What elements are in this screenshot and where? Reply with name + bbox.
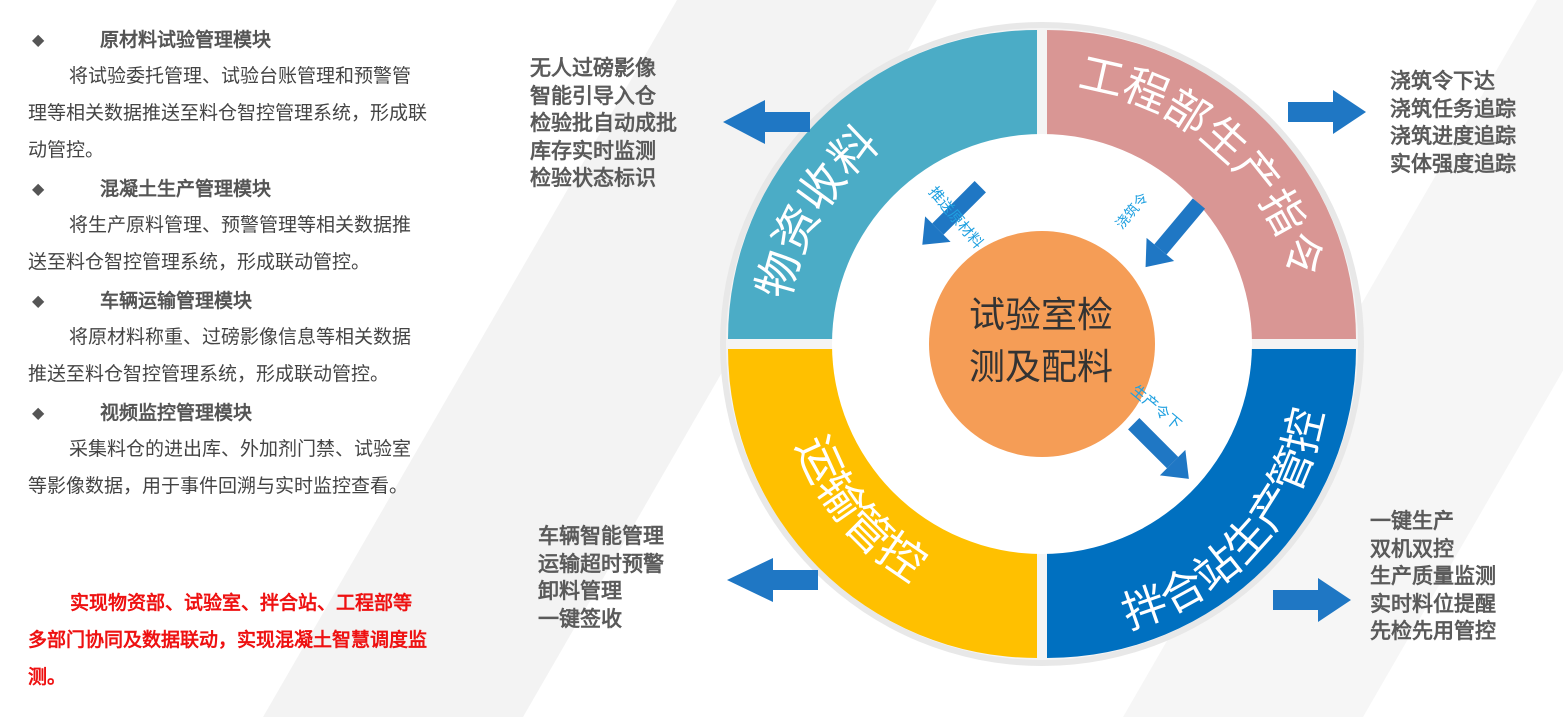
module-description: 将生产原料管理、预警管理等相关数据推送至料仓智控管理系统，形成联动管控。 [28, 214, 412, 273]
inner-arrow-top-right [1145, 198, 1206, 268]
list-item: 检验状态标识 [530, 166, 656, 190]
list-item: 无人过磅影像 [530, 56, 656, 80]
module-description: 将原材料称重、过磅影像信息等相关数据推送至料仓智控管理系统，形成联动管控。 [28, 326, 412, 385]
list-item: 浇筑进度追踪 [1390, 124, 1516, 148]
list-top-right: 浇筑令下达 浇筑任务追踪 浇筑进度追踪 实体强度追踪 [1390, 68, 1516, 178]
outer-arrow-bottom-right [1273, 578, 1351, 622]
list-item: 一键生产 [1370, 509, 1454, 533]
list-item: 卸料管理 [538, 579, 622, 603]
list-item: 实时料位提醒 [1370, 591, 1496, 616]
outer-arrow-top-left [723, 100, 810, 144]
list-item: 车辆智能管理 [538, 524, 664, 548]
inner-arrow-bottom-right [1128, 418, 1189, 479]
module-list: ◆ 原材料试验管理模块 将试验委托管理、试验台账管理和预警管理等相关数据推送至料… [28, 22, 428, 507]
module-heading: ◆ 原材料试验管理模块 [28, 22, 428, 58]
list-bottom-right: 一键生产 双机双控 生产质量监测 实时料位提醒 先检先用管控 [1370, 508, 1496, 646]
list-item: 双机双控 [1370, 536, 1454, 561]
list-item: 运输超时预警 [538, 551, 664, 576]
module-heading: ◆ 视频监控管理模块 [28, 395, 428, 431]
list-item: 智能引导入仓 [530, 83, 656, 108]
list-item: 浇筑任务追踪 [1390, 96, 1516, 121]
module-description: 采集料仓的进出库、外加剂门禁、试验室等影像数据，用于事件回溯与实时监控查看。 [28, 438, 412, 497]
center-circle [929, 231, 1155, 457]
inner-arrow-top-left [922, 181, 986, 245]
center-label-line1: 试验室检 [968, 295, 1113, 336]
list-bottom-left: 车辆智能管理 运输超时预警 卸料管理 一键签收 [538, 523, 664, 633]
diamond-bullet-icon: ◆ [32, 403, 45, 422]
list-item: 实体强度追踪 [1390, 151, 1516, 176]
center-label-line2: 测及配料 [968, 347, 1113, 388]
module-description: 将试验委托管理、试验台账管理和预警管理等相关数据推送至料仓智控管理系统，形成联动… [28, 65, 428, 161]
module-heading: ◆ 混凝土生产管理模块 [28, 171, 428, 207]
list-item: 生产质量监测 [1370, 564, 1496, 588]
list-item: 浇筑令下达 [1390, 69, 1495, 93]
diamond-bullet-icon: ◆ [32, 291, 45, 310]
list-item: 一键签收 [538, 606, 622, 631]
list-top-left: 无人过磅影像 智能引导入仓 检验批自动成批 库存实时监测 检验状态标识 [530, 55, 677, 193]
outer-arrow-top-right [1288, 90, 1366, 134]
diamond-bullet-icon: ◆ [32, 179, 45, 198]
list-item: 先检先用管控 [1370, 619, 1496, 643]
module-heading: ◆ 车辆运输管理模块 [28, 283, 428, 319]
list-item: 库存实时监测 [530, 138, 656, 163]
summary-statement: 实现物资部、试验室、拌合站、工程部等多部门协同及数据联动，实现混凝土智慧调度监测… [28, 592, 428, 688]
outer-arrow-bottom-left [727, 558, 818, 602]
list-item: 检验批自动成批 [530, 111, 677, 135]
diamond-bullet-icon: ◆ [32, 30, 45, 49]
center-label: 试验室检 测及配料 [930, 290, 1152, 394]
